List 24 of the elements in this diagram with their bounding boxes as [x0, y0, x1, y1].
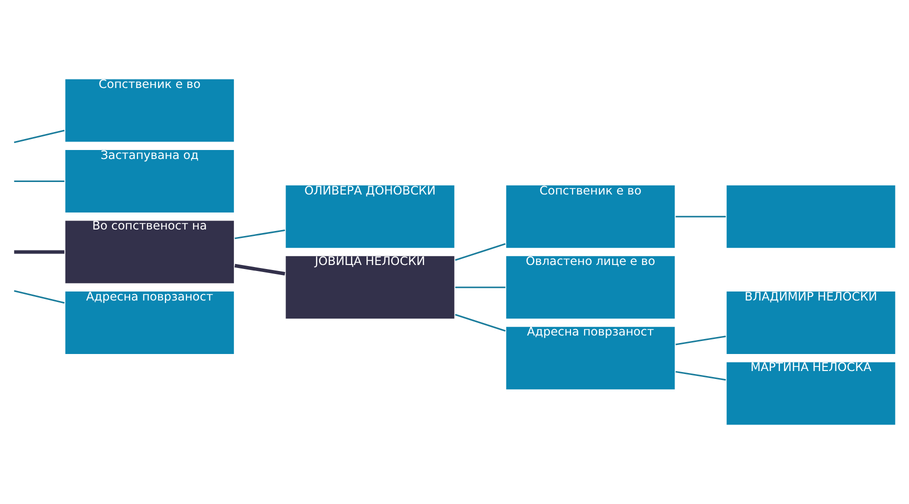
- connector: [676, 216, 726, 218]
- connector: [676, 336, 726, 346]
- connector: [234, 264, 286, 276]
- connector: [455, 243, 506, 261]
- node-box: Овластено лице е во: [505, 254, 676, 320]
- node-box: МАРТИНА НЕЛОСКА: [725, 361, 896, 426]
- node-box: [725, 184, 896, 250]
- node-box: Адресна поврзаност: [505, 326, 676, 390]
- connector: [14, 250, 64, 254]
- node-box: Адресна поврзаност: [64, 290, 236, 356]
- node-box: Застапувана од: [64, 148, 236, 214]
- node-box: Во сопственост на: [64, 220, 236, 284]
- connector: [14, 130, 65, 144]
- connector: [676, 370, 726, 381]
- connector: [455, 286, 506, 288]
- node-box: ВЛАДИМИР НЕЛОСКИ: [725, 290, 896, 356]
- connector: [234, 230, 286, 240]
- connector: [14, 290, 65, 304]
- connector: [455, 314, 506, 332]
- node-box: ОЛИВЕРА ДОНОВСКИ: [284, 184, 456, 250]
- node-box: ЈОВИЦА НЕЛОСКИ: [284, 254, 456, 320]
- node-box: Сопственик е во: [64, 78, 236, 143]
- node-box: Сопственик е во: [505, 184, 676, 250]
- connector: [14, 180, 64, 182]
